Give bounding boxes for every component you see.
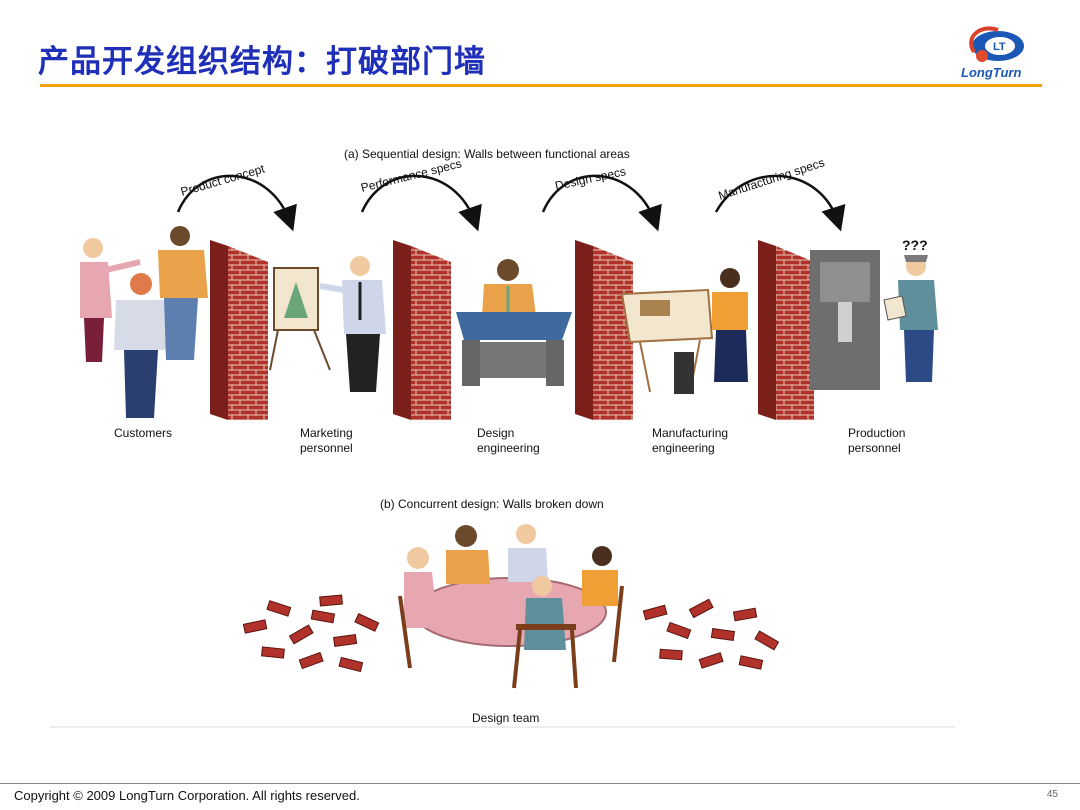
- longturn-logo: LT: [969, 26, 1024, 62]
- handoff-arrow-2: [360, 174, 482, 232]
- question-marks: ???: [902, 237, 928, 253]
- handoff-label-3: Design specs: [554, 164, 627, 193]
- handoff-label-4: Manufacturing specs: [717, 155, 827, 203]
- page-number: 45: [1046, 789, 1058, 800]
- handoff-arrow-1: [176, 174, 297, 232]
- label-production-2: personnel: [848, 441, 901, 455]
- brick-wall-1: [210, 240, 268, 420]
- label-marketing-2: personnel: [300, 441, 353, 455]
- handoff-arrow-4: [714, 174, 846, 232]
- label-design-2: engineering: [477, 441, 540, 455]
- brick-wall-4: [758, 240, 814, 420]
- production-illustration: ???: [810, 237, 938, 390]
- label-marketing-1: Marketing: [300, 426, 353, 440]
- rubble-pile-right: [642, 598, 780, 670]
- sequential-heading: (a) Sequential design: Walls between fun…: [344, 147, 630, 161]
- footer-rule: [0, 783, 1080, 784]
- label-design-1: Design: [477, 426, 514, 440]
- brick-wall-2: [393, 240, 451, 420]
- brick-wall-3: [575, 240, 633, 420]
- slide-title: 产品开发组织结构：打破部门墙: [38, 44, 486, 80]
- label-production-1: Production: [848, 426, 905, 440]
- copyright-footer: Copyright © 2009 LongTurn Corporation. A…: [14, 788, 360, 803]
- title-rule: [40, 84, 1042, 87]
- handoff-arrow-3: [541, 174, 662, 232]
- label-customers: Customers: [114, 426, 172, 440]
- design-engineering-illustration: [456, 259, 572, 386]
- customers-illustration: [80, 226, 208, 418]
- concurrent-heading: (b) Concurrent design: Walls broken down: [380, 497, 604, 511]
- manufacturing-engineering-illustration: [620, 268, 748, 394]
- design-team-illustration: [398, 524, 624, 689]
- marketing-illustration: [269, 256, 386, 392]
- label-manufacturing-1: Manufacturing: [652, 426, 728, 440]
- logo-text: LongTurn: [961, 65, 1022, 80]
- design-diagram: (a) Sequential design: Walls between fun…: [50, 147, 955, 728]
- rubble-pile-left: [242, 594, 380, 673]
- label-manufacturing-2: engineering: [652, 441, 715, 455]
- handoff-label-2: Performance specs: [359, 156, 463, 195]
- logo-mark: LT: [993, 41, 1006, 53]
- design-team-label: Design team: [472, 711, 539, 725]
